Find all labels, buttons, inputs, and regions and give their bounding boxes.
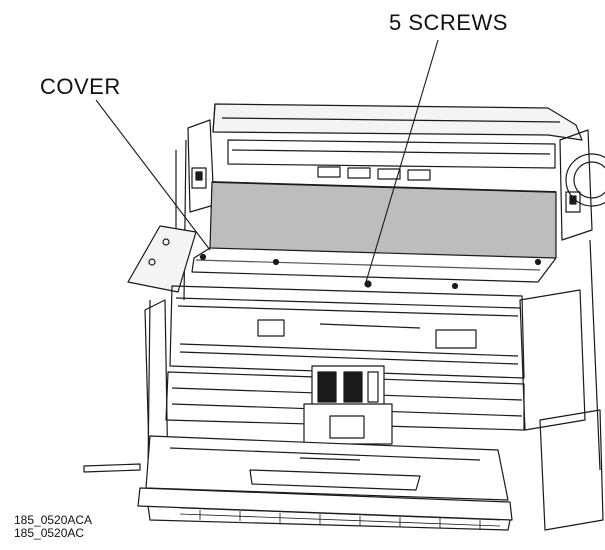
cover-panel xyxy=(191,181,557,283)
screws-leader-line xyxy=(365,39,439,283)
bottom-rollers xyxy=(179,507,501,530)
right-side-frame xyxy=(519,129,605,531)
figure-id-primary: 185_0520ACA xyxy=(14,513,93,527)
left-bracket xyxy=(127,225,197,293)
leader-lines xyxy=(95,39,439,283)
cover-callout-label: COVER xyxy=(40,74,121,99)
left-side-frame xyxy=(144,119,215,489)
center-mechanism xyxy=(303,365,393,445)
screws xyxy=(199,253,542,290)
cover-leader-line xyxy=(95,99,211,251)
front-tray xyxy=(83,435,513,531)
rear-frame xyxy=(212,103,583,181)
screws-callout-label: 5 SCREWS xyxy=(389,10,508,35)
figure-id-secondary: 185_0520AC xyxy=(14,526,85,540)
